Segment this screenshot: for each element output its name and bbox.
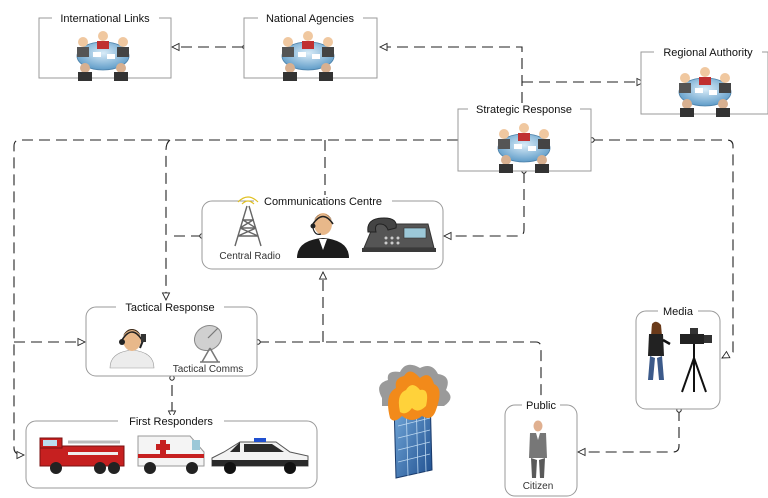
fire-engine-icon <box>39 437 125 474</box>
operator-headset-icon <box>109 329 155 369</box>
connector-strategic-to-national <box>380 47 523 103</box>
connectors <box>13 45 734 455</box>
connector-strategic-left-bus <box>13 139 458 455</box>
node-media: Media <box>635 305 721 410</box>
burning-building-icon <box>379 364 451 479</box>
node-public: Public Citizen <box>504 399 578 497</box>
node-international-links: International Links <box>38 12 172 82</box>
tactical-comms-label: Tactical Comms <box>173 364 244 375</box>
satellite-dish-icon <box>193 324 223 363</box>
operator-headset-icon <box>297 213 349 258</box>
connector-strategic-to-comms <box>444 172 525 236</box>
ambulance-icon <box>137 435 205 474</box>
connector-media-to-public <box>578 410 680 452</box>
central-radio-label: Central Radio <box>219 251 281 262</box>
tactical-response-title: Tactical Response <box>125 302 214 314</box>
node-strategic-response: Strategic Response <box>457 103 592 174</box>
connector-strategic-to-media <box>592 139 734 359</box>
media-title: Media <box>663 306 694 318</box>
radio-tower-icon <box>234 196 262 247</box>
citizen-icon <box>529 420 547 478</box>
node-communications-centre: Communications Centre Central Radio <box>201 195 444 270</box>
node-tactical-response: Tactical Response Tactical Comms <box>85 301 258 377</box>
reporter-icon <box>648 321 671 380</box>
international-links-title: International Links <box>60 13 150 25</box>
police-car-icon <box>211 438 309 474</box>
connector-tactical-right <box>258 341 542 402</box>
national-agencies-title: National Agencies <box>266 13 355 25</box>
first-responders-title: First Responders <box>129 416 213 428</box>
communications-centre-title: Communications Centre <box>264 196 382 208</box>
public-title: Public <box>526 400 556 412</box>
node-national-agencies: National Agencies <box>243 12 378 82</box>
node-regional-authority: Regional Authority <box>640 46 768 118</box>
regional-authority-title: Regional Authority <box>663 47 753 59</box>
video-camera-icon <box>680 328 712 393</box>
strategic-response-title: Strategic Response <box>476 104 572 116</box>
node-first-responders: First Responders <box>25 415 318 489</box>
connector-to-tactical-top <box>166 139 171 300</box>
citizen-label: Citizen <box>523 481 554 492</box>
desk-phone-icon <box>362 217 436 252</box>
